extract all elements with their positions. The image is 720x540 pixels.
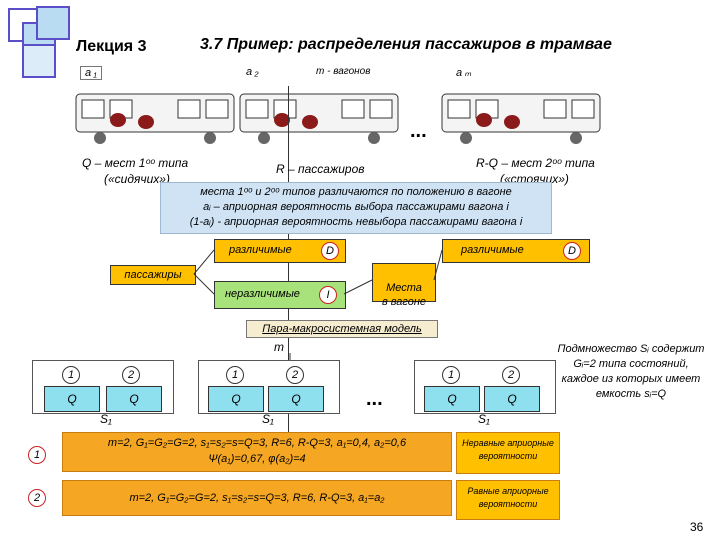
rq-seats-text: R-Q – мест 2ᵒᵒ типа <box>476 156 595 170</box>
sitting-text: («сидячих») <box>104 172 170 186</box>
example-1-line-1: m=2, G₁=G₂=G=2, s₁=s₂=s=Q=3, R=6, R-Q=3,… <box>107 437 407 449</box>
group-1-s-label: S₁ <box>100 412 112 426</box>
distinguishable-label-left: различимые <box>229 244 292 256</box>
explanation-line-2: aᵢ – априорная вероятность выбора пассаж… <box>203 201 509 213</box>
indistinguishable-box: неразличимые I <box>214 281 346 309</box>
d-badge-left: D <box>321 242 339 260</box>
model-m-label: m <box>274 340 284 354</box>
example-2-line-1: m=2, G₁=G₂=G=2, s₁=s₂=s=Q=3, R=6, R-Q=3,… <box>129 492 385 504</box>
label-am: a ₘ <box>456 67 472 79</box>
distinguishable-box-left: различимые D <box>214 239 346 263</box>
group-3-cell-1: Q <box>424 386 480 412</box>
places-label: Места в вагоне <box>381 282 426 308</box>
passengers-box: пассажиры <box>110 265 196 285</box>
group-2-cell-1: Q <box>208 386 264 412</box>
model-title: Пара-макросистемная модель <box>262 323 422 335</box>
distinguishable-box-right: различимые D <box>442 239 590 263</box>
group-2-num-2: 2 <box>286 366 304 384</box>
example-2-box: m=2, G₁=G₂=G=2, s₁=s₂=s=Q=3, R=6, R-Q=3,… <box>62 480 452 516</box>
label-a2: a ₂ <box>246 66 259 78</box>
places-box: Места в вагоне <box>372 263 436 308</box>
group-1-cell-2: Q <box>106 386 162 412</box>
model-title-box: Пара-макросистемная модель <box>246 320 438 338</box>
label-m-cars: m - вагонов <box>316 66 371 77</box>
center-divider <box>288 86 289 446</box>
group-1-num-1: 1 <box>62 366 80 384</box>
tram-car-1-image <box>75 93 235 144</box>
group-1-num-2: 2 <box>122 366 140 384</box>
example-2-side-box: Равные априорные вероятности <box>456 480 560 520</box>
page-number: 36 <box>690 520 704 534</box>
group-3-cell-2: Q <box>484 386 540 412</box>
q-seats-text: Q – мест 1ᵒᵒ типа <box>82 156 189 170</box>
lecture-label: Лекция 3 <box>76 38 147 55</box>
tram-ellipsis: ... <box>410 120 427 142</box>
corner-square-3 <box>36 6 70 40</box>
example-1-line-2: Ψ(a₁)=0,67, φ(a₂)=4 <box>208 453 306 465</box>
example-2-side-label: Равные априорные вероятности <box>467 486 549 509</box>
corner-square-4 <box>22 44 56 78</box>
group-3-num-2: 2 <box>502 366 520 384</box>
slide-title: 3.7 Пример: распределения пассажиров в т… <box>200 36 612 53</box>
r-passengers-text: R – пассажиров <box>276 162 365 176</box>
model-ellipsis: ... <box>366 388 383 410</box>
explanation-box: места 1ᵒᵒ и 2ᵒᵒ типов различаются по пол… <box>160 182 552 234</box>
tram-car-2-image <box>239 93 399 144</box>
group-2-cell-2: Q <box>268 386 324 412</box>
group-2-num-1: 1 <box>226 366 244 384</box>
indistinguishable-label: неразличимые <box>225 288 300 300</box>
group-3-num-1: 1 <box>442 366 460 384</box>
explanation-line-3: (1-aᵢ) - априорная вероятность невыбора … <box>189 216 523 228</box>
tram-car-m-image <box>441 93 601 144</box>
label-a1: a ₁ <box>80 66 102 80</box>
distinguishable-label-right: различимые <box>461 244 524 256</box>
example-1-box: m=2, G₁=G₂=G=2, s₁=s₂=s=Q=3, R=6, R-Q=3,… <box>62 432 452 472</box>
example-1-num: 1 <box>28 446 46 464</box>
group-2-s-label: S₁ <box>262 412 274 426</box>
passengers-label: пассажиры <box>124 269 182 281</box>
group-3-s-label: S₁ <box>478 412 490 426</box>
d-badge-right: D <box>563 242 581 260</box>
group-1-cell-1: Q <box>44 386 100 412</box>
example-2-num: 2 <box>28 489 46 507</box>
subset-note: Подмножество Sᵢ содержит Gᵢ=2 типа состо… <box>557 343 705 400</box>
i-badge: I <box>319 286 337 304</box>
example-1-side-box: Неравные априорные вероятности <box>456 432 560 474</box>
explanation-line-1: места 1ᵒᵒ и 2ᵒᵒ типов различаются по пол… <box>200 186 512 198</box>
example-1-side-label: Неравные априорные вероятности <box>462 438 554 461</box>
